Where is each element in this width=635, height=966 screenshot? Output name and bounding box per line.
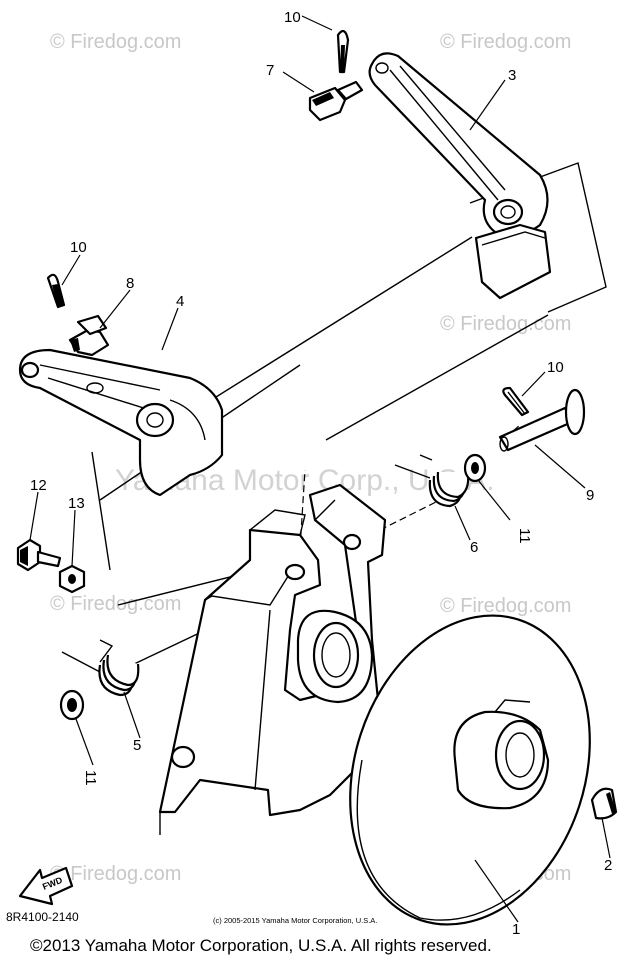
callout-9: 9	[586, 487, 594, 504]
part-7-fitting	[308, 80, 364, 122]
part-8-fitting	[68, 314, 110, 357]
part-3-lever-arm	[368, 52, 552, 300]
callout-leaders	[29, 15, 611, 923]
part-12-bolt	[16, 538, 62, 572]
callout-4: 4	[176, 293, 184, 310]
part-10-cotter-pin	[502, 386, 530, 417]
watermark-text: © Firedog.com	[50, 31, 181, 53]
part-6-spring	[394, 454, 470, 508]
callout-7: 7	[266, 62, 274, 79]
watermark-text: © Firedog.com	[440, 313, 571, 335]
part-4-lever-arm	[18, 348, 224, 497]
part-5-spring	[61, 639, 140, 697]
callout-8: 8	[126, 275, 134, 292]
diagram-part-code: 8R4100-2140	[6, 910, 79, 924]
callout-10: 10	[70, 239, 87, 256]
part-11-washer	[463, 453, 487, 483]
part-10-cotter-pin	[46, 273, 66, 309]
callout-10: 10	[547, 359, 564, 376]
housing-bracket	[158, 483, 387, 835]
callout-5: 5	[133, 737, 141, 754]
part-2-key	[590, 787, 618, 820]
callout-numbers: 10 7 3 10 8 4 10 9 12 13 11 6 5 11 2 1	[30, 9, 612, 938]
watermark-text: © Firedog.com	[50, 593, 181, 615]
part-10-cotter-pin	[336, 29, 350, 74]
part-1-sheave-disc	[349, 614, 591, 926]
callout-2: 2	[604, 857, 612, 874]
part-11-washer	[59, 689, 85, 721]
watermark-text: © Firedog.com	[440, 31, 571, 53]
watermark-text: © Firedog.com	[440, 595, 571, 617]
small-copyright-notice: (c) 2005-2015 Yamaha Motor Corporation, …	[213, 916, 378, 925]
fwd-arrow-icon: FWD	[18, 866, 74, 906]
callout-6: 6	[470, 539, 478, 556]
callout-3: 3	[508, 67, 516, 84]
callout-11: 11	[82, 770, 99, 786]
callout-11: 11	[516, 528, 533, 544]
part-9-pin	[498, 388, 586, 452]
callout-13: 13	[68, 495, 85, 512]
part-13-nut	[58, 564, 86, 594]
callout-12: 12	[30, 477, 47, 494]
callout-10: 10	[284, 9, 301, 26]
watermark-text: © Firedog.com	[50, 863, 181, 885]
footer-copyright-notice: ©2013 Yamaha Motor Corporation, U.S.A. A…	[30, 936, 492, 955]
callout-1: 1	[512, 921, 520, 938]
